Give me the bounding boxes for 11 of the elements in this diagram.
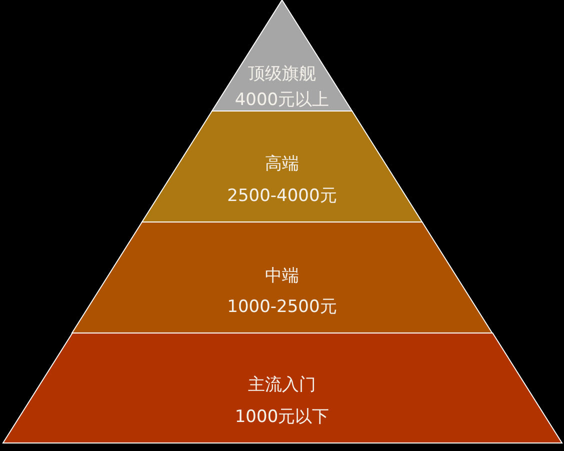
tier-name: 中端 [264,266,299,287]
tier-name: 主流入门 [248,375,316,396]
price-range: 4000元以上 [234,90,330,111]
tier-name: 高端 [264,154,299,175]
pyramid-tier [72,222,492,333]
price-range: 1000-2500元 [227,297,337,318]
pyramid-tier [142,111,422,222]
price-range: 1000元以下 [234,407,330,428]
price-range: 2500-4000元 [227,186,337,207]
pyramid-tier [2,333,562,443]
tier-name: 顶级旗舰 [248,64,316,85]
